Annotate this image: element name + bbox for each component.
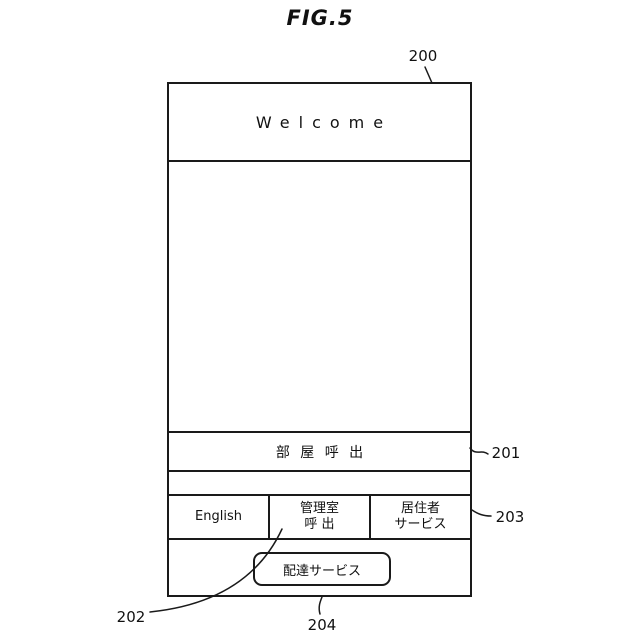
resident-service-label-line1: 居住者 xyxy=(400,501,440,516)
leader-line-203 xyxy=(471,509,492,517)
room-call-button: 部 屋 呼 出 xyxy=(167,431,472,472)
manager-call-label-line1: 管理室 xyxy=(299,501,339,516)
figure-title: FIG.5 xyxy=(286,6,354,30)
leader-line-200 xyxy=(424,66,433,84)
delivery-service-button: 配達サービス xyxy=(253,552,391,586)
ref-label-202: 202 xyxy=(116,608,146,626)
english-label: English xyxy=(195,509,242,524)
device-screen-outline xyxy=(167,82,472,597)
manager-call-label-line2: 呼 出 xyxy=(304,517,335,532)
ref-label-200: 200 xyxy=(408,47,438,65)
leader-line-201 xyxy=(469,447,489,455)
delivery-service-label: 配達サービス xyxy=(282,563,361,579)
menu-row: English 管理室 呼 出 居住者 サービス xyxy=(167,494,472,540)
resident-service-button: 居住者 サービス xyxy=(369,496,470,538)
welcome-text: Welcome xyxy=(255,112,393,132)
welcome-header: Welcome xyxy=(167,82,472,162)
resident-service-label-line2: サービス xyxy=(394,517,447,532)
ref-label-201: 201 xyxy=(491,444,521,462)
ref-label-204: 204 xyxy=(307,616,337,634)
english-button: English xyxy=(169,496,268,538)
manager-call-button: 管理室 呼 出 xyxy=(268,496,369,538)
room-call-label: 部 屋 呼 出 xyxy=(275,444,367,461)
leader-line-204 xyxy=(318,596,323,615)
ref-label-203: 203 xyxy=(495,508,525,526)
